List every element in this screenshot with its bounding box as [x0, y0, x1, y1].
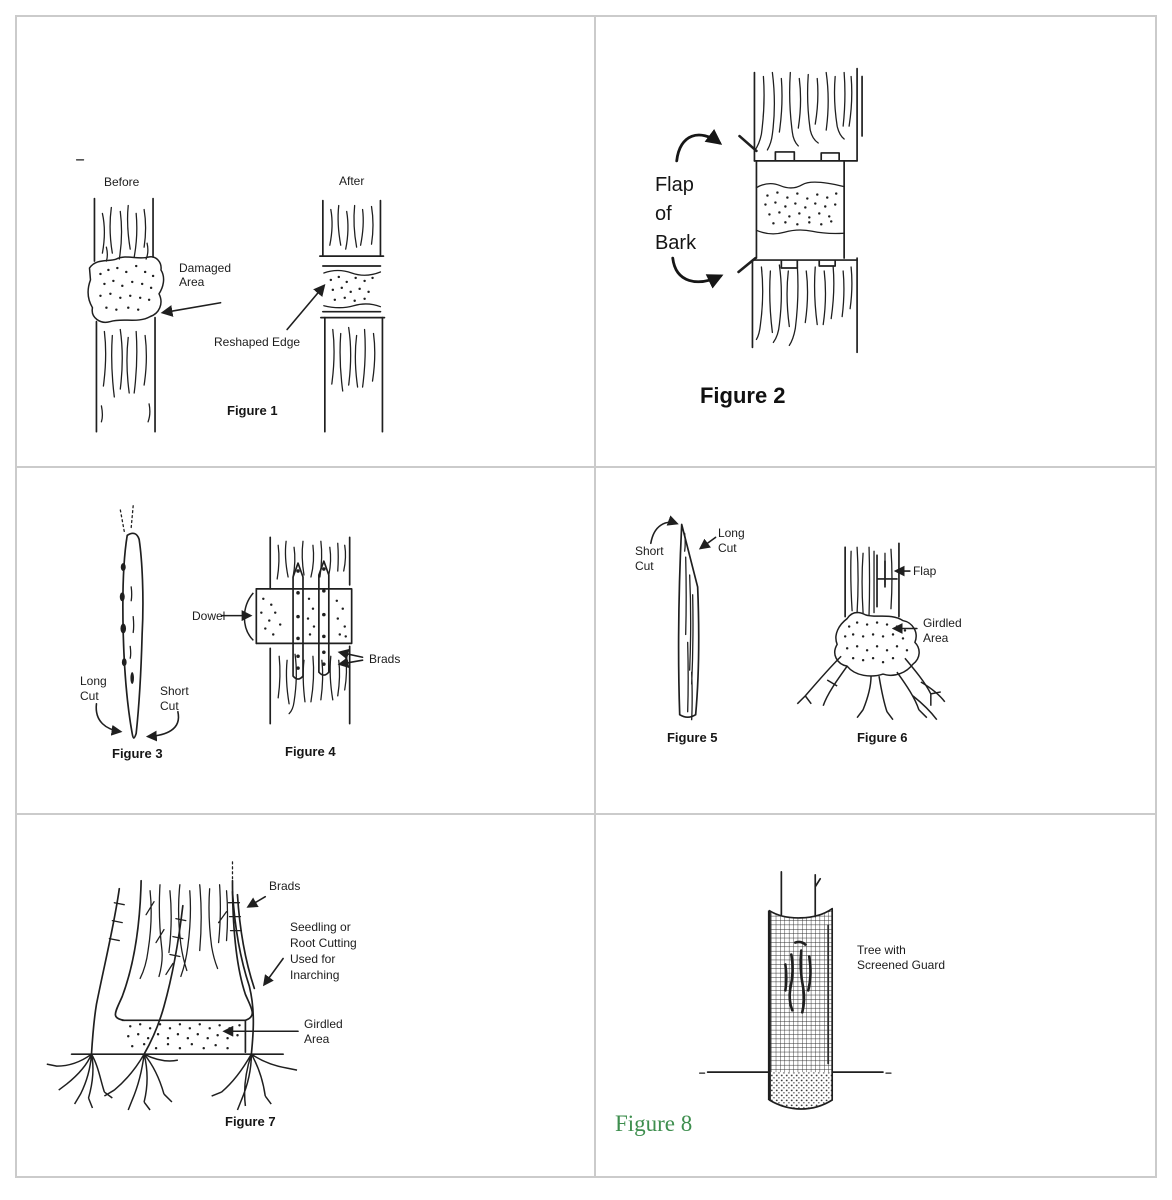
fig3-caption: Figure 3 [112, 746, 163, 762]
fig5-short-cut-label: Short Cut [634, 544, 664, 573]
fig1-caption: Figure 1 [227, 403, 278, 418]
fig1-damaged-area-label: Damaged Area [179, 261, 232, 290]
before-trunk [87, 197, 165, 433]
fig7-girdled-area-label: Girdled Area [304, 1017, 343, 1046]
grid-cell-2: Flap of Bark Figure 2 [595, 17, 1155, 469]
short-cut-arrow [145, 711, 180, 742]
grid-cell-3: Long Cut Short Cut Figure 3 Dowel Brads … [17, 468, 596, 816]
brads-arrow [246, 896, 267, 909]
after-trunk [319, 199, 386, 433]
fig8-illustration [698, 871, 892, 1110]
fig2-flap-of-bark-label: Flap of Bark [654, 174, 697, 254]
long-cut-arrow [698, 537, 717, 550]
flap-top-arrow [675, 129, 723, 163]
fig4-dowel-label: Dowel [192, 609, 226, 624]
brads-arrow-lower [337, 657, 364, 669]
grid-cell-4: Short Cut Long Cut Figure 5 Flap Girdled… [595, 468, 1155, 816]
grid-cell-6: Tree with Screened Guard Figure 8 [596, 815, 1155, 1176]
trunk-with-flaps [737, 67, 863, 354]
fig3-short-cut-label: Short Cut [160, 684, 189, 713]
brads-arrow-upper [337, 649, 364, 660]
roots [796, 656, 946, 721]
fig5-caption: Figure 5 [666, 730, 718, 746]
reshaped-edge-arrow [286, 284, 326, 331]
fig2-caption: Figure 2 [699, 383, 786, 408]
inarch-seedlings [90, 888, 256, 1056]
fig8-tree-label: Tree with Screened Guard [856, 943, 946, 972]
fig34-illustration [95, 505, 364, 742]
fig6-flap-label: Flap [912, 564, 937, 579]
grid-cell-5: Brads Seedling or Root Cutting Used for … [17, 815, 596, 1176]
fig6-caption: Figure 6 [856, 730, 908, 746]
tree-base-fig6 [796, 542, 946, 721]
seedling-arrow [262, 957, 284, 987]
roots [46, 1053, 298, 1111]
trunk-fig4 [243, 536, 353, 725]
fig1-reshaped-edge-label: Reshaped Edge [214, 335, 301, 349]
fig56-illustration [649, 515, 946, 721]
fig7-seedling-label: Seedling or Root Cutting Used for Inarch… [290, 920, 357, 983]
fig8-caption: Figure 8 [614, 1111, 693, 1137]
grid-cell-1: Before After Damaged Area Reshaped Edge … [17, 17, 596, 469]
scion-fig5 [677, 524, 700, 721]
fig4-caption: Figure 4 [285, 744, 336, 760]
fig7-illustration [46, 860, 299, 1111]
short-cut-arrow [649, 515, 679, 545]
fig7-brads-label: Brads [269, 879, 301, 894]
fig4-brads-label: Brads [369, 652, 401, 667]
dowels [292, 560, 330, 681]
long-cut-arrow [95, 703, 123, 737]
damaged-area-arrow [160, 301, 222, 317]
fig6-girdled-area-label: Girdled Area [922, 616, 962, 645]
screened-guard [698, 871, 892, 1110]
figure-grid: Before After Damaged Area Reshaped Edge … [15, 15, 1157, 1178]
fig1-before-label: Before [104, 175, 140, 189]
fig5-long-cut-label: Long Cut [717, 526, 745, 555]
inarched-tree [46, 860, 298, 1111]
fig2-illustration [671, 67, 863, 354]
scion-fig3 [119, 505, 144, 740]
flap-bottom-arrow [671, 256, 724, 289]
fig3-long-cut-label: Long Cut [80, 674, 107, 703]
fig1-illustration [75, 159, 386, 433]
fig1-after-label: After [339, 174, 365, 188]
fig7-caption: Figure 7 [225, 1114, 276, 1130]
